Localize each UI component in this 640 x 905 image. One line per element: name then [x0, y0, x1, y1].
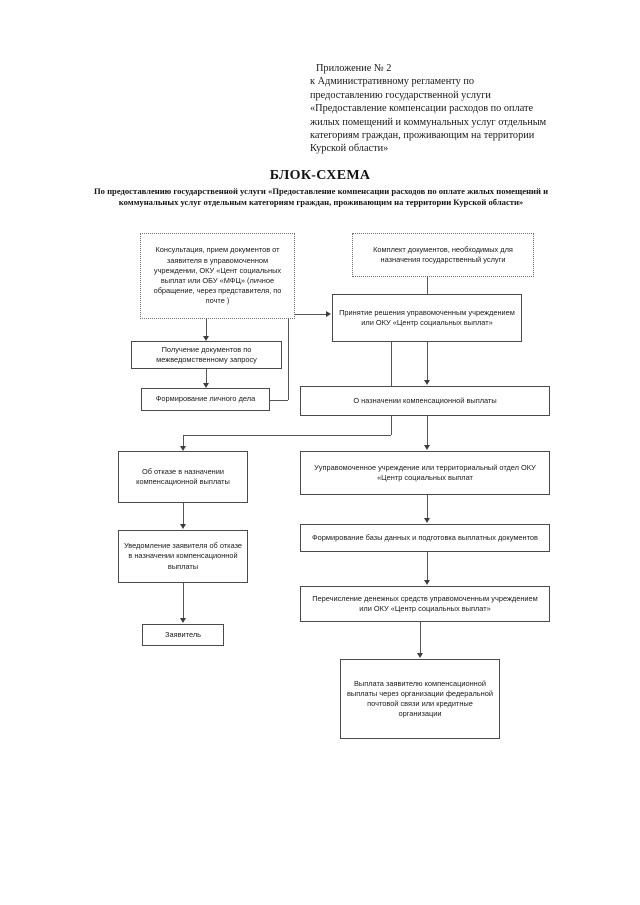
header-line-2: к Административному регламенту по — [310, 76, 474, 88]
arrowhead-applicant — [179, 618, 186, 623]
arrowhead-personalfile — [202, 383, 209, 388]
node-assignment: О назначении компенсационной выплаты — [300, 386, 550, 416]
node-refusal: Об отказе в назначении компенсационной в… — [118, 451, 248, 503]
document-header: Приложение № 2 к Административному регла… — [310, 62, 600, 156]
arrowhead-refusal-notice — [179, 524, 186, 529]
node-payout: Выплата заявителю компенсационной выплат… — [340, 659, 500, 739]
arrowhead-request — [202, 336, 209, 341]
edge-notice-applicant — [183, 583, 184, 618]
node-applicant: Заявитель — [142, 624, 224, 646]
arrowhead-refusal — [179, 446, 186, 451]
page-title: БЛОК-СХЕМА — [269, 168, 371, 183]
edge-consultation-request — [206, 319, 207, 336]
header-line-3: предоставлению государственной услуги — [310, 89, 491, 101]
header-line-7: Курской области» — [310, 143, 389, 155]
arrowhead-assignment — [423, 380, 430, 385]
edge-decision-refusal-run — [183, 435, 391, 436]
node-consultation: Консультация, прием документов от заявит… — [140, 233, 295, 319]
header-line-4: «Предоставление компенсации расходов по … — [310, 103, 534, 115]
edge-institution-database — [427, 495, 428, 518]
edge-transfer-payout — [420, 622, 421, 653]
node-transfer-funds: Перечисление денежных средств управомоче… — [300, 586, 550, 622]
edge-documents-decision — [427, 277, 428, 294]
arrowhead-database — [423, 518, 430, 523]
edge-decision-assignment — [427, 342, 428, 380]
edge-personalfile-out — [270, 400, 288, 401]
edge-database-transfer — [427, 552, 428, 580]
page-subtitle: По предоставлению государственной услуги… — [93, 186, 549, 208]
arrowhead-payout — [416, 653, 423, 658]
node-documents-set: Комплект документов, необходимых для наз… — [352, 233, 534, 277]
edge-request-personalfile — [206, 369, 207, 383]
edge-assignment-institution — [427, 416, 428, 445]
arrowhead-decision-left — [326, 310, 331, 317]
header-line-1: Приложение № 2 — [316, 63, 392, 74]
node-interdepartmental-request: Получение документов по межведомственном… — [131, 341, 282, 369]
node-authorized-institution: Ууправомоченное учреждение или территори… — [300, 451, 550, 495]
edge-personalfile-riser — [288, 314, 289, 400]
edge-refusal-drop — [183, 435, 184, 446]
node-personal-file: Формирование личного дела — [141, 388, 270, 411]
header-line-6: категориям граждан, проживающим на терри… — [310, 130, 535, 142]
edge-refusal-notice — [183, 503, 184, 524]
node-refusal-notice: Уведомление заявителя об отказе в назнач… — [118, 530, 248, 583]
arrowhead-transfer — [423, 580, 430, 585]
arrowhead-institution — [423, 445, 430, 450]
node-decision: Принятие решения управомоченным учрежден… — [332, 294, 522, 342]
node-database: Формирование базы данных и подготовка вы… — [300, 524, 550, 552]
edge-personalfile-to-decision — [288, 314, 326, 315]
header-line-5: жилых помещений и коммунальных услуг отд… — [310, 116, 547, 128]
